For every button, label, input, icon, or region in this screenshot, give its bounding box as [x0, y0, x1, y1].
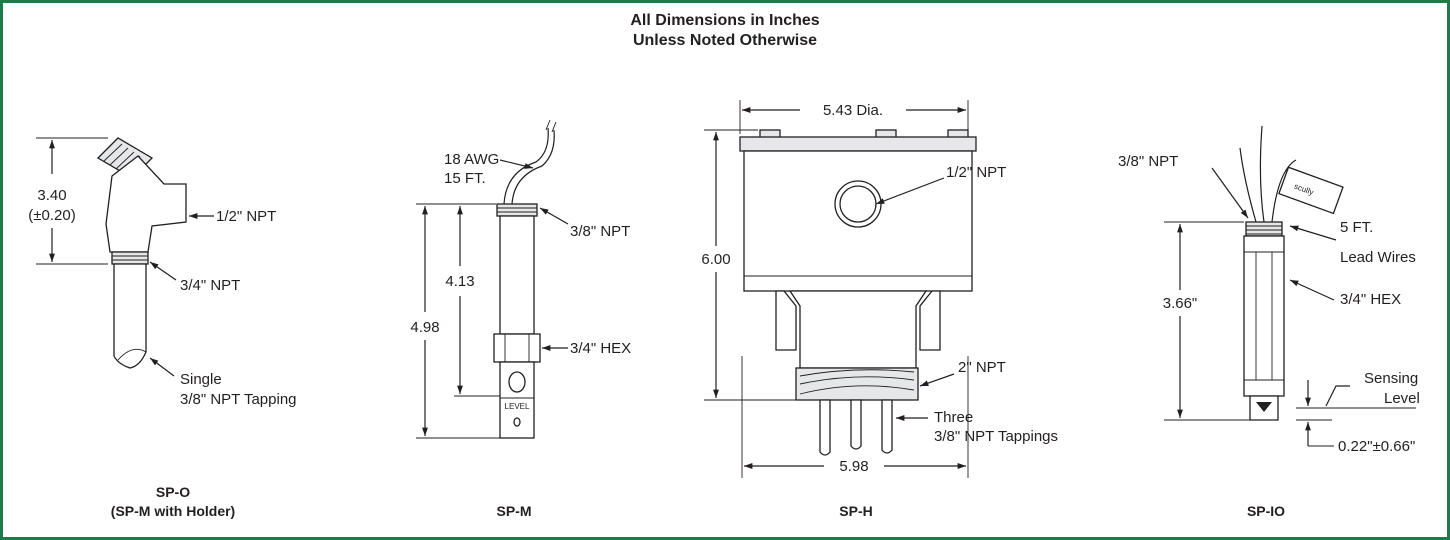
- sp-h-npt-two-label: 2" NPT: [958, 359, 1006, 376]
- sp-io-hex: [1243, 235, 1285, 397]
- sp-m-level-tag: LEVEL: [505, 402, 530, 411]
- sp-io-npt-label: 3/8" NPT: [1118, 153, 1178, 170]
- sp-o-tolerance-label: (±0.20): [28, 207, 75, 224]
- sp-m-window: [508, 371, 526, 393]
- sp-m-body: [499, 215, 535, 335]
- sp-m-caption: SP-M: [497, 503, 532, 519]
- sp-io-sense-line-1: Sensing: [1364, 370, 1418, 387]
- sp-o-npt-three-quarter-label: 3/4" NPT: [180, 277, 240, 294]
- sp-m-thread: [496, 203, 538, 217]
- sp-h-tap-line-2: 3/8" NPT Tappings: [934, 428, 1058, 445]
- sp-o-tap-line-2: 3/8" NPT Tapping: [180, 391, 297, 408]
- sp-h-top-plate: [739, 136, 977, 152]
- sp-m-npt-label: 3/8" NPT: [570, 223, 630, 240]
- sp-io-drawing: scully 3/8" NPT 5 FT. Lead Wires 3/4" HE…: [1118, 125, 1420, 519]
- sp-m-wire-line-1: 18 AWG: [444, 151, 499, 168]
- header-line-2: Unless Noted Otherwise: [633, 32, 817, 49]
- sp-o-pipe: [113, 263, 147, 369]
- sp-h-caption: SP-H: [839, 503, 872, 519]
- sp-io-caption: SP-IO: [1247, 503, 1285, 519]
- sp-o-caption-sub: (SP-M with Holder): [111, 503, 235, 519]
- sp-io-tag: [1278, 166, 1344, 215]
- sp-io-offset-label: 0.22"±0.66": [1338, 438, 1415, 455]
- sp-o-height-label: 3.40: [37, 187, 66, 204]
- sp-io-sense-line-2: Level: [1384, 390, 1420, 407]
- sp-o-thread: [111, 251, 149, 265]
- sp-io-lead-line-1: 5 FT.: [1340, 219, 1373, 236]
- sp-m-dim-inner-label: 4.13: [445, 273, 474, 290]
- sp-m-dim-outer-label: 4.98: [410, 319, 439, 336]
- sp-io-hex-label: 3/4" HEX: [1340, 291, 1401, 308]
- sp-h-thread: [795, 367, 919, 401]
- sp-m-hex-label: 3/4" HEX: [570, 340, 631, 357]
- sp-io-height-label: 3.66": [1163, 295, 1198, 312]
- sp-h-npt-half-label: 1/2" NPT: [946, 164, 1006, 181]
- sp-h-neck: [788, 290, 928, 369]
- sp-h-dia-label: 5.43 Dia.: [823, 102, 883, 119]
- sp-h-height-label: 6.00: [701, 251, 730, 268]
- sp-h-drawing: 5.43 Dia. 6.00 1/2" NPT 2" NPT Three 3/8…: [701, 100, 1058, 519]
- sp-o-tap-line-1: Single: [180, 371, 222, 388]
- header-line-1: All Dimensions in Inches: [630, 12, 819, 29]
- sp-o-drawing: 3.40 (±0.20) 1/2" NPT 3/4" NPT Single 3/…: [28, 137, 297, 519]
- sp-o-npt-half-label: 1/2" NPT: [216, 208, 276, 225]
- sp-m-hex: [493, 333, 541, 363]
- sp-h-width-label: 5.98: [839, 458, 868, 475]
- sp-h-tap-line-1: Three: [934, 409, 973, 426]
- sp-m-drawing: LEVEL 18 AWG 15 FT. 3/8" NPT 3/4" HEX 4.…: [410, 119, 631, 519]
- sp-o-caption: SP-O: [156, 484, 190, 500]
- sp-m-wire-line-2: 15 FT.: [444, 170, 486, 187]
- sp-io-lead-line-2: Lead Wires: [1340, 249, 1416, 266]
- sp-o-body: [105, 155, 187, 253]
